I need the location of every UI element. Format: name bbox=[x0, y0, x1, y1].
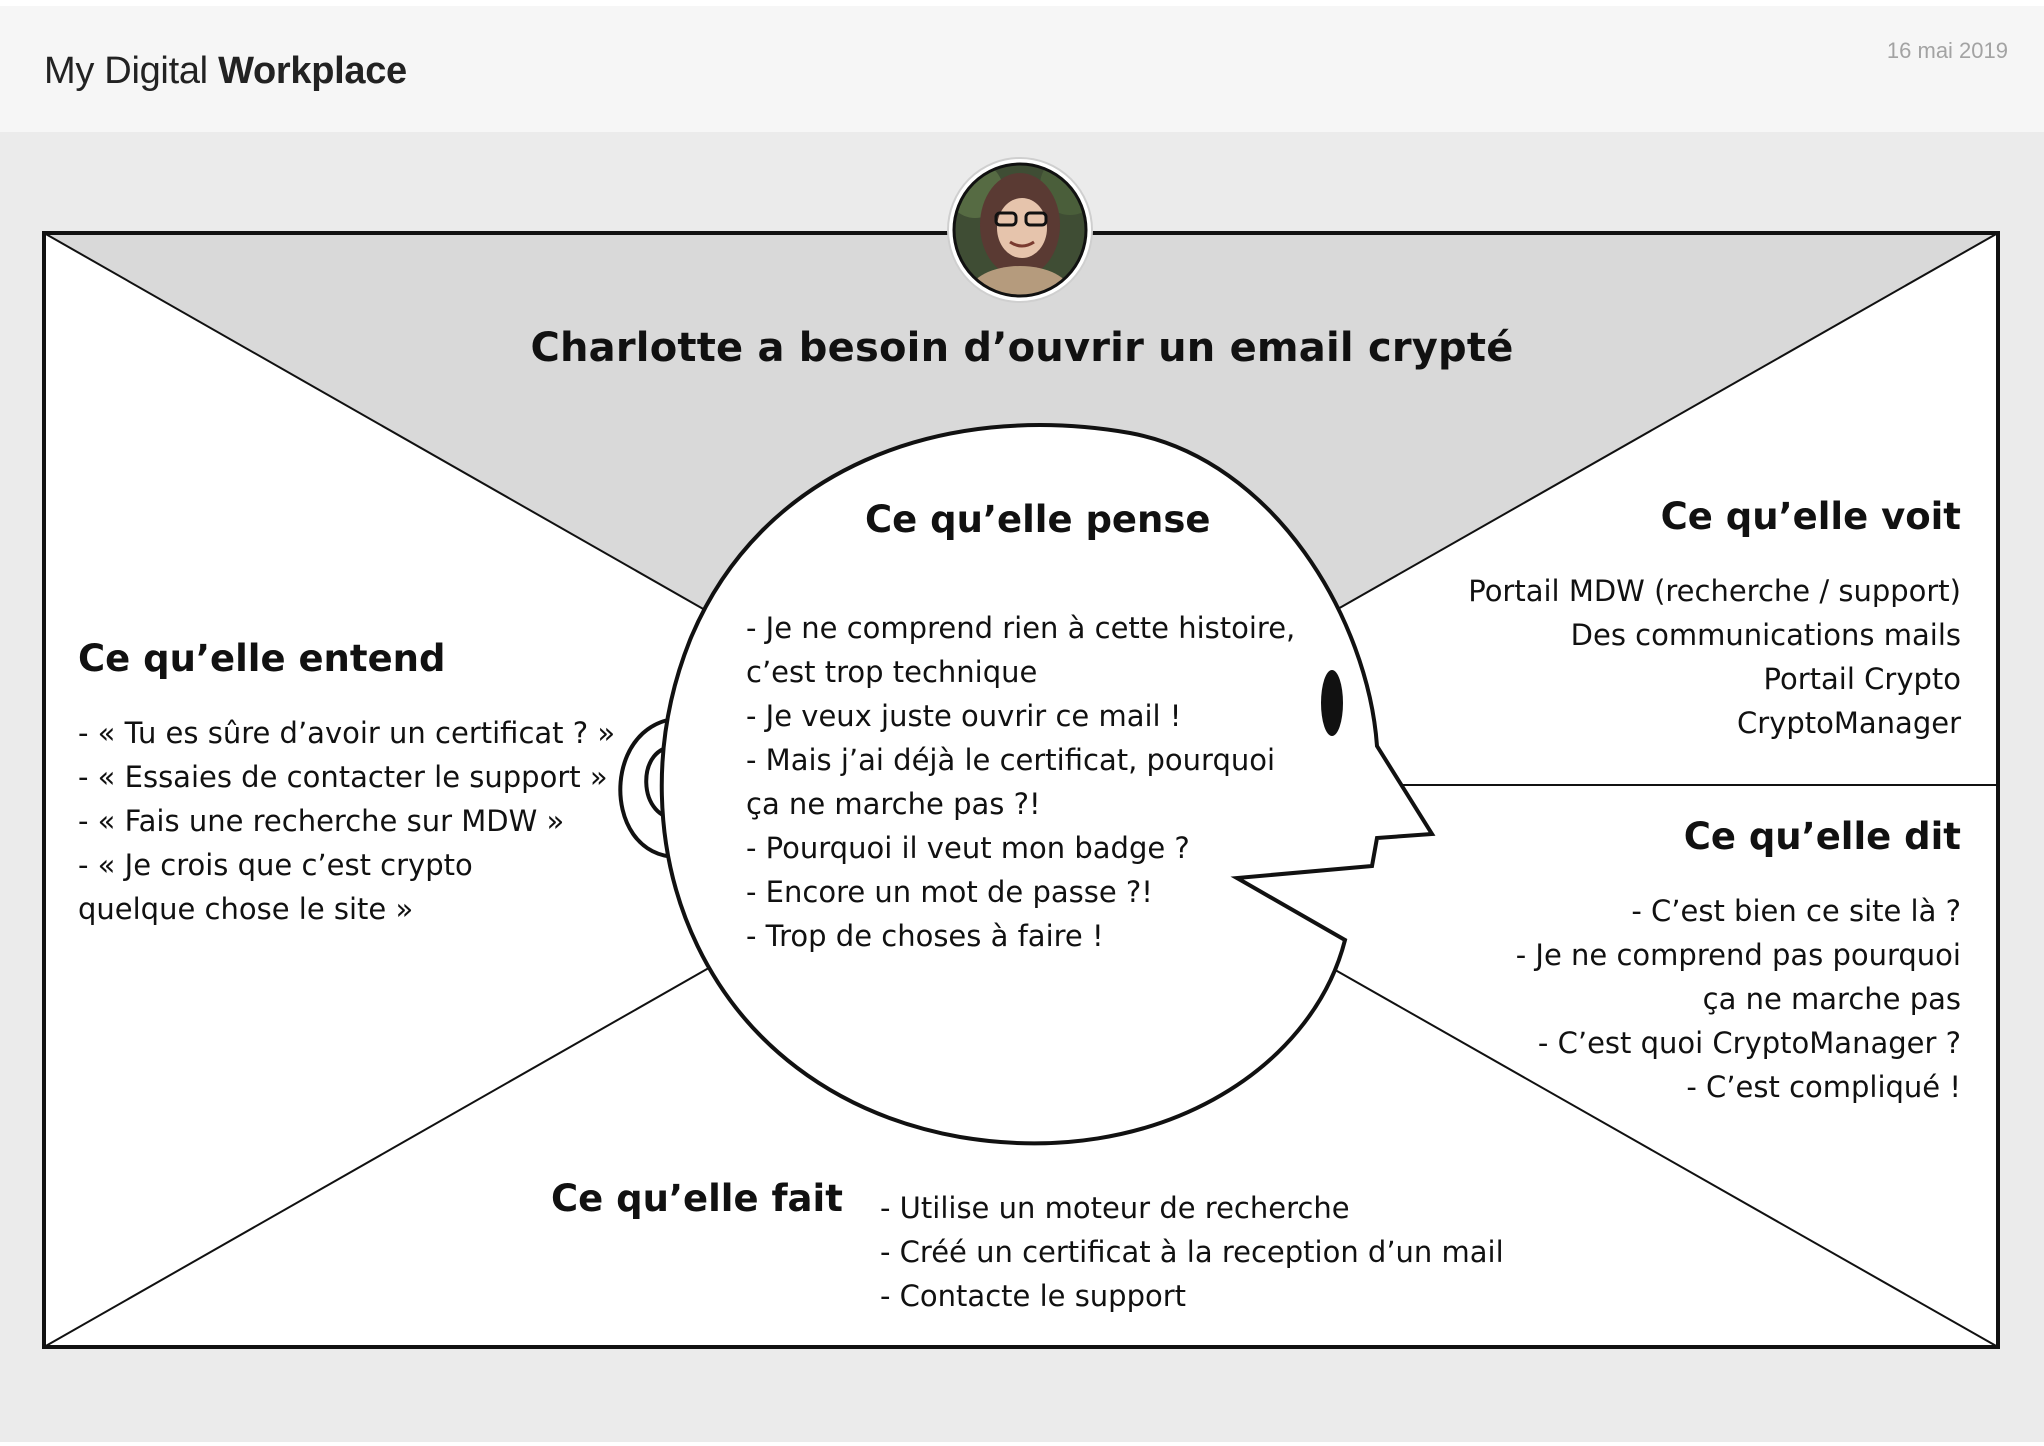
persona-photo-avatar bbox=[947, 157, 1093, 303]
list-item: - Je ne comprend rien à cette histoire, bbox=[746, 611, 1296, 645]
pense-title: Ce qu’elle pense bbox=[865, 498, 1211, 541]
diagonal-bottom-left bbox=[43, 964, 715, 1348]
app-name-bold: Workplace bbox=[218, 50, 407, 92]
diagonal-top-right bbox=[1335, 232, 1999, 611]
eye-shape bbox=[1321, 670, 1343, 736]
list-item: - Trop de choses à faire ! bbox=[746, 919, 1104, 953]
diagonal-top-left bbox=[43, 232, 706, 611]
voit-list: Portail MDW (recherche / support) Des co… bbox=[1468, 569, 1961, 745]
diagonal-bottom-right bbox=[1329, 966, 1999, 1348]
list-item: - Je veux juste ouvrir ce mail ! bbox=[746, 699, 1182, 733]
list-item: - Contacte le support bbox=[880, 1279, 1187, 1313]
list-item: - C’est bien ce site là ? bbox=[1631, 894, 1961, 928]
list-item: ça ne marche pas ?! bbox=[746, 787, 1041, 821]
list-item: Des communications mails bbox=[1570, 618, 1961, 652]
list-item: - « Fais une recherche sur MDW » bbox=[78, 804, 565, 838]
list-item: - Créé un certificat à la reception d’un… bbox=[880, 1235, 1504, 1269]
header-bar: My Digital Workplace 16 mai 2019 bbox=[0, 6, 2044, 132]
voit-title: Ce qu’elle voit bbox=[1660, 495, 1961, 538]
entend-list: - « Tu es sûre d’avoir un certificat ? »… bbox=[78, 711, 615, 931]
app-title: My Digital Workplace bbox=[44, 50, 407, 93]
list-item: - Pourquoi il veut mon badge ? bbox=[746, 831, 1190, 865]
persona-need-title: Charlotte a besoin d’ouvrir un email cry… bbox=[530, 325, 1514, 371]
list-item: Portail MDW (recherche / support) bbox=[1468, 574, 1961, 608]
app-name-regular: My Digital bbox=[44, 50, 208, 92]
list-item: - Mais j’ai déjà le certificat, pourquoi bbox=[746, 743, 1276, 777]
list-item: - Utilise un moteur de recherche bbox=[880, 1191, 1350, 1225]
pense-list: - Je ne comprend rien à cette histoire, … bbox=[746, 606, 1295, 958]
fait-title: Ce qu’elle fait bbox=[551, 1177, 843, 1220]
list-item: - « Essaies de contacter le support » bbox=[78, 760, 608, 794]
list-item: CryptoManager bbox=[1737, 706, 1961, 740]
list-item: quelque chose le site » bbox=[78, 892, 414, 926]
list-item: - C’est quoi CryptoManager ? bbox=[1537, 1026, 1961, 1060]
document-date: 16 mai 2019 bbox=[1886, 38, 2008, 63]
list-item: - Encore un mot de passe ?! bbox=[746, 875, 1153, 909]
list-item: Portail Crypto bbox=[1763, 662, 1961, 696]
list-item: ça ne marche pas bbox=[1702, 982, 1961, 1016]
list-item: c’est trop technique bbox=[746, 655, 1038, 689]
list-item: - C’est compliqué ! bbox=[1686, 1070, 1961, 1104]
dit-list: - C’est bien ce site là ? - Je ne compre… bbox=[1516, 889, 1961, 1109]
dit-title: Ce qu’elle dit bbox=[1683, 815, 1961, 858]
entend-title: Ce qu’elle entend bbox=[78, 637, 446, 680]
list-item: - « Je crois que c’est crypto bbox=[78, 848, 473, 882]
list-item: - « Tu es sûre d’avoir un certificat ? » bbox=[78, 716, 616, 750]
head-profile bbox=[659, 423, 1436, 1146]
list-item: - Je ne comprend pas pourquoi bbox=[1515, 938, 1961, 972]
fait-list: - Utilise un moteur de recherche - Créé … bbox=[880, 1186, 1504, 1318]
